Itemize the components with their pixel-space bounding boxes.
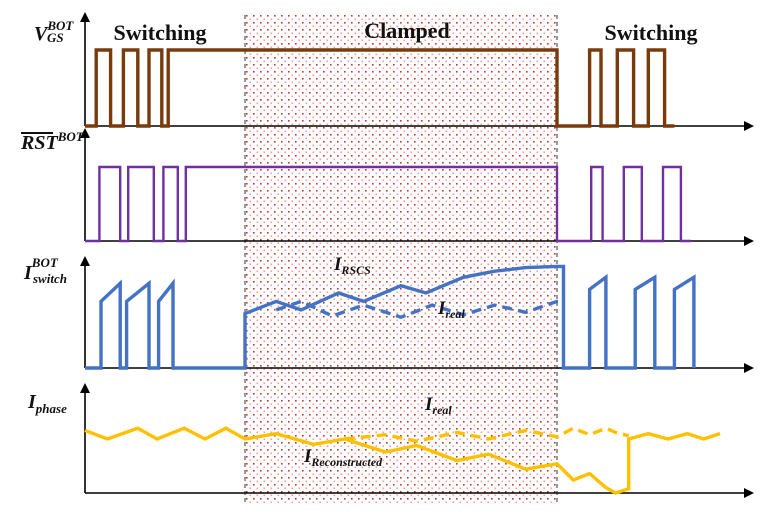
trace-iswitch-i-rscs [85, 264, 696, 370]
trace-iswitch-i-real [275, 299, 564, 320]
trace-iphase-i-reconstructed [84, 426, 721, 495]
ylabel-rst: RSTBOT [20, 129, 85, 154]
label-ireal-phase-main: I [424, 394, 433, 415]
region-label-clamped: Clamped [364, 18, 450, 43]
ylabel-iphase-main: I [27, 391, 37, 413]
trace-rst-rst-bar-bot [85, 165, 691, 243]
ylabel-vgs: VBOT [34, 18, 74, 45]
label-ireal-switch: Ireal [437, 298, 465, 321]
ylabel-iswitch-main: I [23, 262, 33, 284]
label-ireconstructed-main: I [303, 446, 312, 467]
ylabel-iphase: Iphase [27, 391, 67, 416]
trace-vgs-v-gs-bot [85, 48, 675, 128]
ylabel-iswitch: IBOT [23, 255, 59, 284]
label-ireconstructed: IReconstructed [303, 446, 383, 469]
label-irscs-sub: RSCS [340, 263, 371, 277]
ylabel-rst-main: RST [20, 132, 58, 154]
ylabel-vgs-sub: GS [47, 30, 64, 45]
ylabel-iswitch-sub: switch [32, 271, 67, 286]
ylabel-rst-sup: BOT [57, 129, 85, 144]
label-ireal-switch-main: I [437, 298, 446, 319]
clamped-region [245, 15, 557, 503]
ylabel-vgs-sup: BOT [46, 18, 74, 33]
svg-text:RSTBOT: RSTBOT [20, 129, 85, 154]
region-label-switching-right: Switching [605, 20, 698, 45]
label-irscs-main: I [333, 254, 342, 275]
label-ireal-switch-sub: real [445, 307, 465, 321]
label-ireconstructed-sub: Reconstructed [310, 455, 383, 469]
trace-iphase-i-real [344, 426, 630, 443]
label-ireal-phase: Ireal [424, 394, 452, 417]
region-label-switching-left: Switching [114, 20, 207, 45]
label-irscs: IRSCS [333, 254, 371, 277]
label-ireal-phase-sub: real [432, 403, 452, 417]
ylabel-iphase-sub: phase [35, 401, 67, 416]
ylabel-vgs-main: V [34, 23, 49, 45]
ylabel-iswitch-sup: BOT [31, 255, 59, 270]
